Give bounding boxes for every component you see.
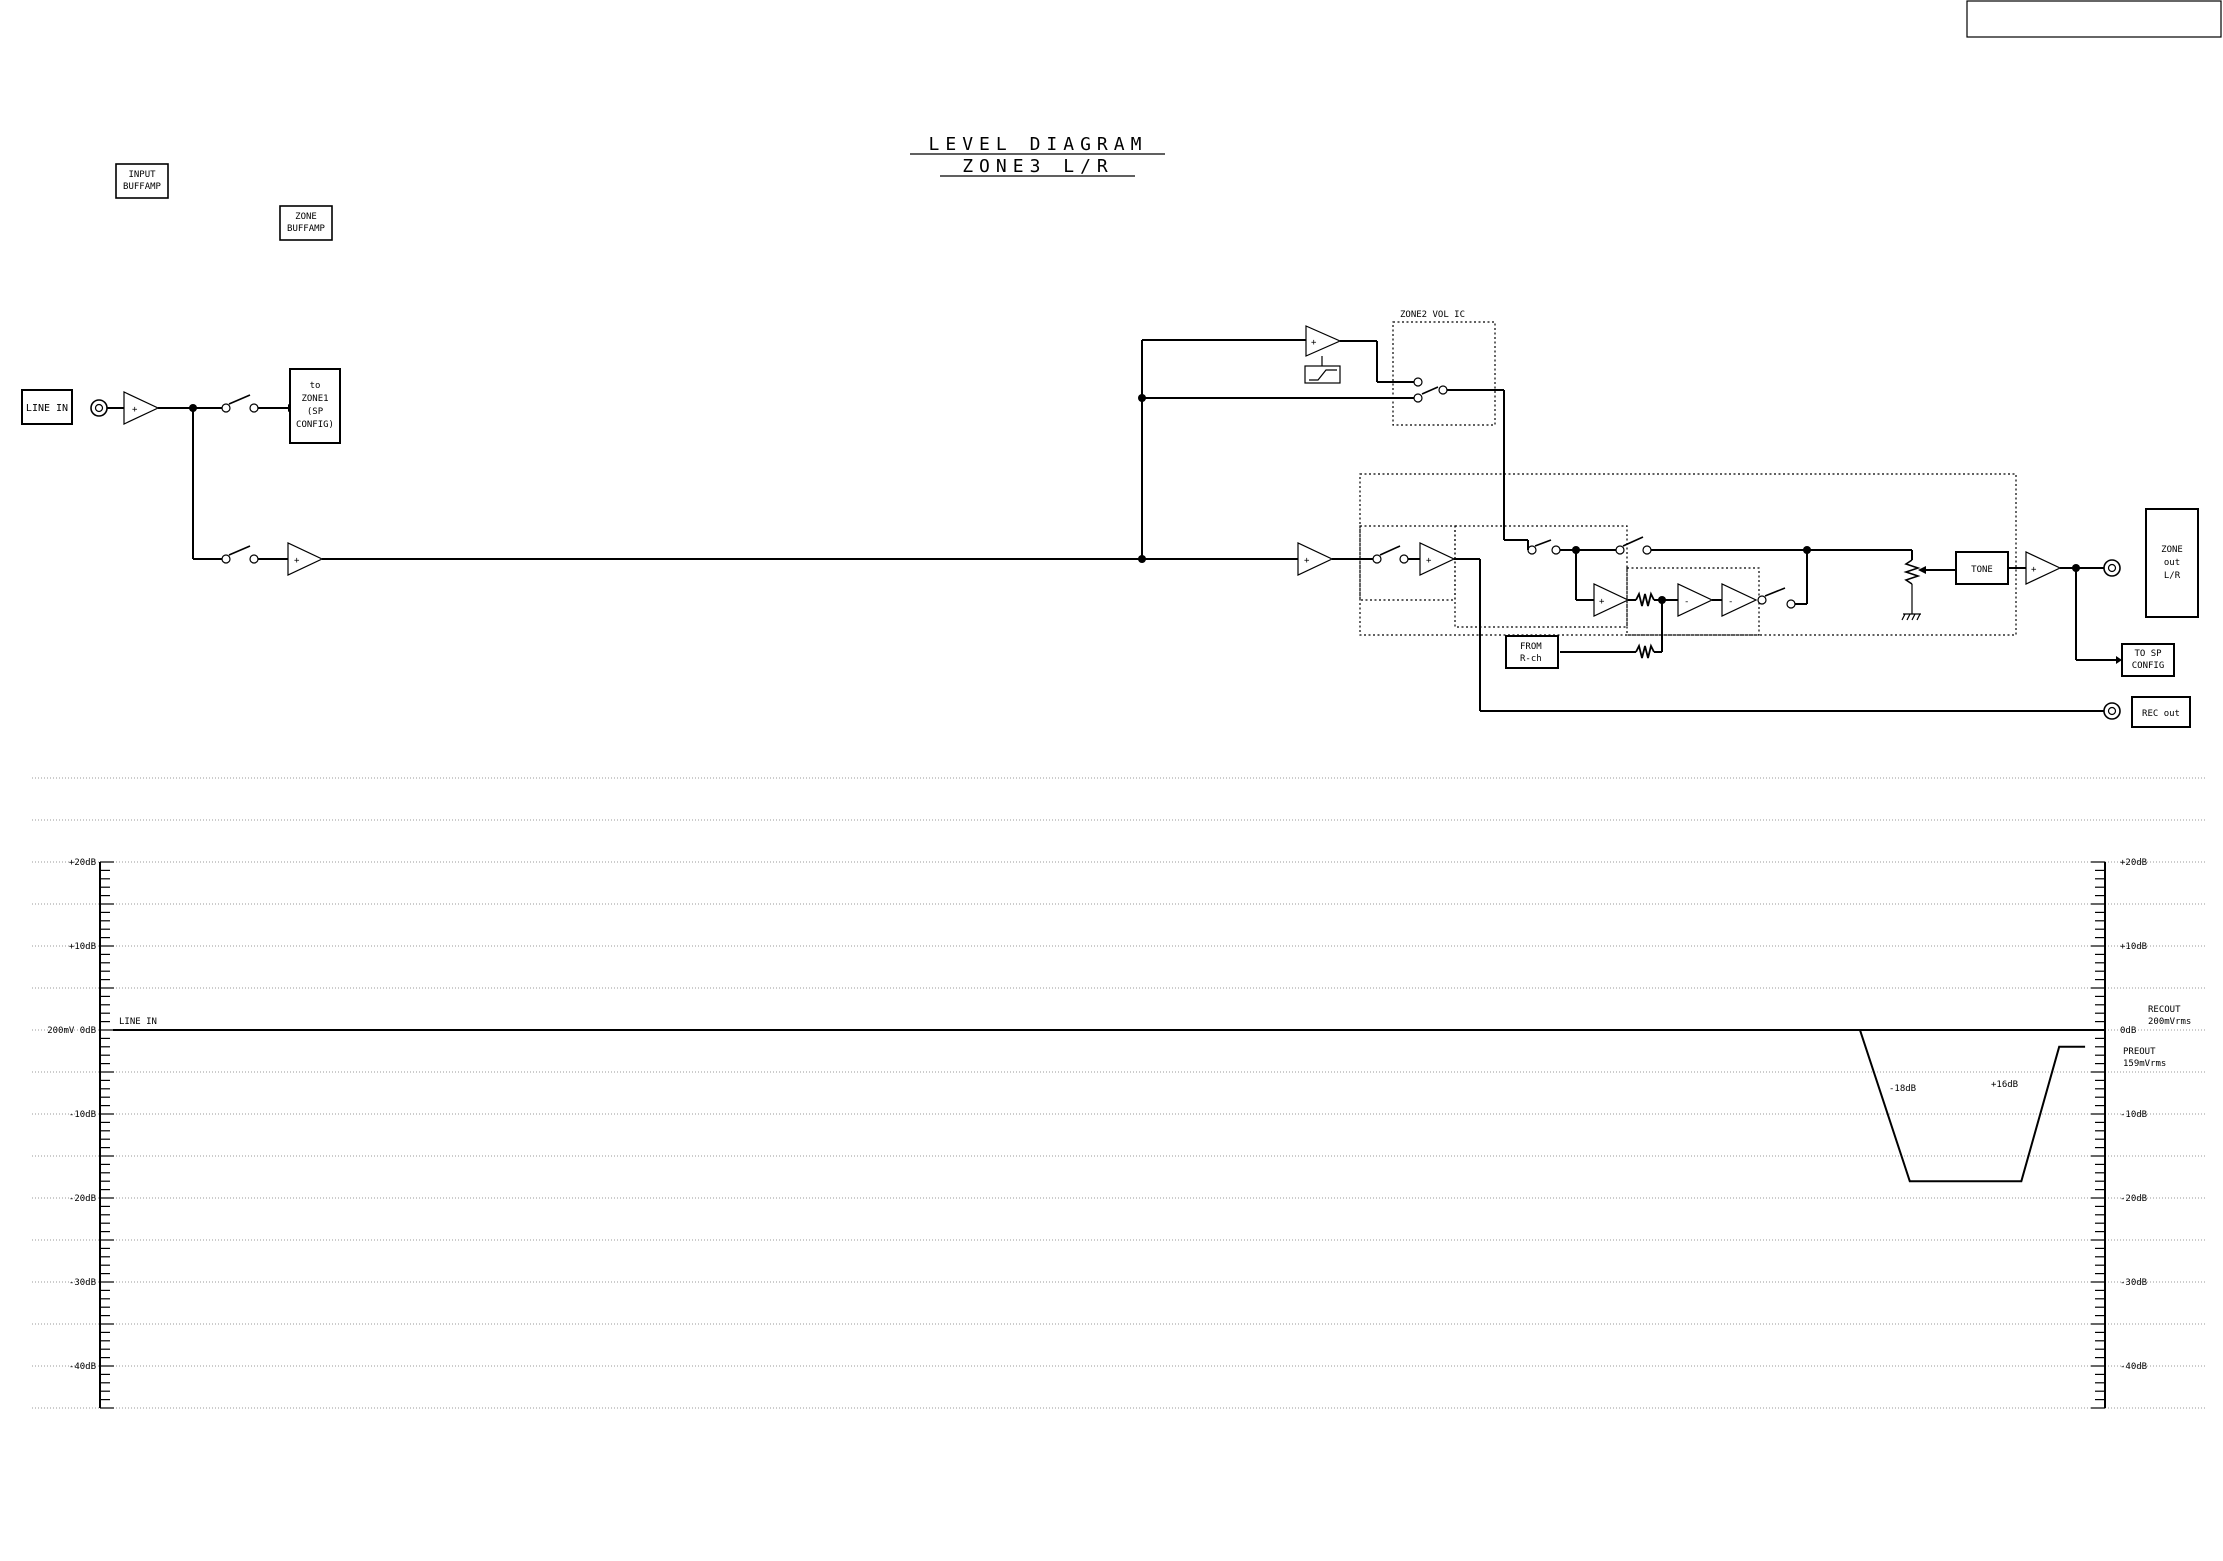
volume-pot-icon xyxy=(1901,559,1926,621)
level-series-0 xyxy=(113,1029,2086,1183)
from-r-ch-block: FROM R-ch xyxy=(1505,635,1559,669)
zone-out-block: ZONE out L/R xyxy=(2145,508,2199,618)
svg-text:to: to xyxy=(310,381,321,391)
gridlines xyxy=(32,861,2205,1409)
zone-out-amp-icon: + xyxy=(2025,551,2062,585)
svg-text:LINE IN: LINE IN xyxy=(26,403,68,414)
svg-text:L/R: L/R xyxy=(2164,571,2181,581)
rec-out-block: REC out xyxy=(2131,696,2191,728)
zone3-select-switch-icon xyxy=(221,545,259,564)
svg-text:+: + xyxy=(1311,338,1317,348)
preout-label: PREOUT xyxy=(2123,1047,2156,1057)
tone-block: TONE xyxy=(1955,551,2009,585)
svg-text:ZONE: ZONE xyxy=(295,212,317,222)
rec-out-jack-icon xyxy=(2103,702,2121,720)
right-tick-label: +20dB xyxy=(2120,858,2147,868)
svg-text:+: + xyxy=(2031,565,2037,575)
left-tick-label: +20dB xyxy=(69,858,96,868)
right-tick-label: -10dB xyxy=(2120,1110,2147,1120)
left-tick-label: -10dB xyxy=(69,1110,96,1120)
right-tick-label: 0dB xyxy=(2120,1026,2136,1036)
zone-out-jack-icon xyxy=(2103,559,2121,577)
svg-text:+: + xyxy=(132,405,138,415)
svg-text:+: + xyxy=(294,556,300,566)
line-in-block: LINE IN xyxy=(21,389,73,425)
input-buffer-amp-icon: + xyxy=(123,391,160,425)
annotation-minus-18db: -18dB xyxy=(1889,1084,1916,1094)
svg-text:+: + xyxy=(1304,556,1310,566)
resistor-icon xyxy=(1635,643,1655,659)
diagram-subtitle: ZONE3 L/R xyxy=(962,156,1114,177)
line-in-jack-icon xyxy=(90,399,108,417)
tone-amp-3-icon: - xyxy=(1721,583,1758,617)
svg-text:BUFFAMP: BUFFAMP xyxy=(287,224,326,234)
input-buffamp-legend: INPUT BUFFAMP xyxy=(115,163,169,199)
svg-text:-: - xyxy=(1684,597,1689,607)
tone-amp-2-icon: - xyxy=(1677,583,1714,617)
svg-text:TONE: TONE xyxy=(1971,565,1993,575)
resistor-icon xyxy=(1635,591,1655,607)
series-label-line-in: LINE IN xyxy=(119,1017,157,1027)
to-sp-config-block: TO SP CONFIG xyxy=(2121,643,2175,677)
right-tick-label: -40dB xyxy=(2120,1362,2147,1372)
svg-text:R-ch: R-ch xyxy=(1520,654,1542,664)
zone2-vol-ic-box xyxy=(1392,321,1496,426)
svg-text:-: - xyxy=(1728,597,1733,607)
tone-bypass-switch-icon xyxy=(1615,536,1652,555)
svg-text:ZONE: ZONE xyxy=(2161,545,2183,555)
vol-buffer-amp-icon: + xyxy=(1419,542,1456,576)
svg-text:+: + xyxy=(1599,597,1605,607)
tone-output-switch-icon xyxy=(1757,587,1796,609)
zone2-amp-icon: + xyxy=(1304,325,1342,384)
diagram-title: LEVEL DIAGRAM xyxy=(929,134,1148,155)
vol-input-amp-icon: + xyxy=(1297,542,1334,576)
svg-text:INPUT: INPUT xyxy=(128,170,156,180)
right-tick-label: -20dB xyxy=(2120,1194,2147,1204)
svg-text:CONFIG): CONFIG) xyxy=(296,420,334,430)
left-tick-label: -40dB xyxy=(69,1362,96,1372)
right-tick-label: +10dB xyxy=(2120,942,2147,952)
preout-level: 159mVrms xyxy=(2123,1059,2166,1069)
svg-text:FROM: FROM xyxy=(1520,642,1542,652)
zone2-switch-icon xyxy=(1413,377,1448,403)
recout-label: RECOUT xyxy=(2148,1005,2181,1015)
svg-text:(SP: (SP xyxy=(307,407,324,417)
zone-buffamp-legend: ZONE BUFFAMP xyxy=(279,205,333,241)
tone-input-switch-icon xyxy=(1527,539,1561,555)
right-tick-label: -30dB xyxy=(2120,1278,2147,1288)
tone-amp-1-icon: + xyxy=(1593,583,1630,617)
zone2-vol-ic-label: ZONE2 VOL IC xyxy=(1400,310,1465,320)
svg-text:BUFFAMP: BUFFAMP xyxy=(123,182,162,192)
left-tick-label: +10dB xyxy=(69,942,96,952)
left-tick-label: -20dB xyxy=(69,1194,96,1204)
svg-text:CONFIG: CONFIG xyxy=(2132,661,2165,671)
right-axis: +20dB +10dB 0dB -10dB -20dB -30dB -40dB xyxy=(2091,858,2147,1409)
zone-buffer-amp-icon: + xyxy=(287,542,324,576)
svg-text:REC out: REC out xyxy=(2142,709,2180,719)
svg-text:TO SP: TO SP xyxy=(2134,649,2162,659)
series-layer xyxy=(113,1029,2105,1183)
left-tick-label: -30dB xyxy=(69,1278,96,1288)
block-diagram: LINE IN + to ZONE1 (SP CONFIG) xyxy=(21,310,2199,728)
title-block-frame xyxy=(1966,0,2222,38)
left-axis: +20dB +10dB 200mV 0dB -10dB -20dB -30dB -40dB xyxy=(47,858,114,1409)
svg-text:+: + xyxy=(1426,556,1432,566)
vol-select-switch-icon xyxy=(1372,545,1409,564)
zone1-switch-icon xyxy=(221,394,259,413)
svg-text:ZONE1: ZONE1 xyxy=(301,394,328,404)
svg-text:out: out xyxy=(2164,558,2180,568)
recout-level: 200mVrms xyxy=(2148,1017,2191,1027)
to-zone1-sp-config-block: to ZONE1 (SP CONFIG) xyxy=(289,368,341,444)
left-tick-label: 200mV 0dB xyxy=(47,1026,96,1036)
annotation-plus-16db: +16dB xyxy=(1991,1080,2018,1090)
